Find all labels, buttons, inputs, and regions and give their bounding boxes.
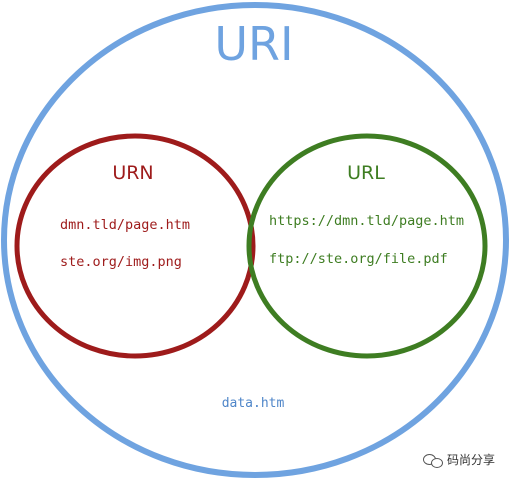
uri-title: URI [214, 17, 293, 71]
url-circle [246, 133, 488, 359]
urn-item: ste.org/img.png [60, 254, 182, 270]
watermark: 码尚分享 [422, 451, 495, 468]
watermark-text: 码尚分享 [446, 453, 495, 467]
url-title: URL [347, 162, 385, 184]
url-item: ftp://ste.org/file.pdf [269, 251, 448, 267]
urn-circle [14, 133, 256, 359]
url-item: https://dmn.tld/page.htm [269, 213, 464, 229]
uri-item: data.htm [222, 396, 285, 411]
urn-item: dmn.tld/page.htm [60, 217, 190, 233]
wechat-icon [422, 452, 443, 468]
urn-title: URN [112, 162, 153, 184]
